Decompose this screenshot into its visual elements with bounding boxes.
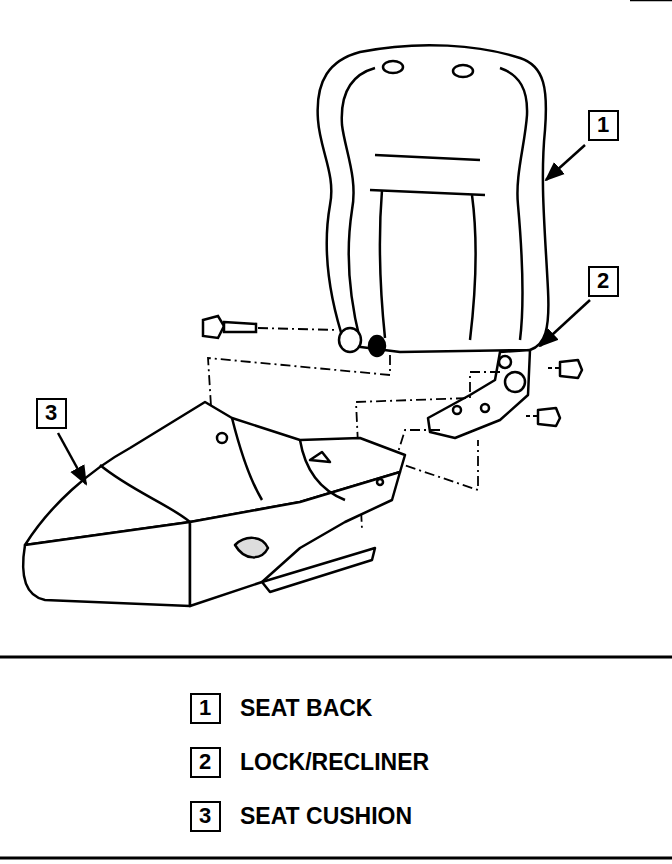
callout-box: 3	[36, 398, 67, 429]
leader-arrow	[546, 145, 585, 180]
bolt-shank	[224, 322, 256, 332]
recliner-hole	[453, 406, 461, 414]
lock-recliner	[428, 350, 582, 438]
cushion-seam	[100, 465, 190, 522]
leader-arrows	[58, 145, 590, 484]
callout-box: 1	[190, 693, 221, 724]
cushion-bracket	[262, 548, 375, 592]
seat-back-seam	[370, 155, 485, 195]
recliner-pivot	[499, 356, 511, 368]
headrest-hole	[383, 61, 403, 73]
leader-arrow	[58, 433, 86, 484]
callout-number: 1	[597, 114, 609, 136]
seat-back-seam	[342, 68, 375, 340]
cushion-front	[23, 522, 190, 606]
callout-number: 2	[597, 270, 609, 292]
cushion-side	[190, 472, 400, 606]
bolt-head	[203, 316, 224, 338]
seat-back-seam	[500, 68, 527, 340]
cushion-hole	[217, 433, 227, 443]
divider-line	[0, 656, 672, 659]
pivot-bolt	[203, 316, 256, 338]
seat-cushion	[23, 402, 405, 606]
cushion-recliner-knob	[235, 538, 268, 558]
alignment-line	[395, 430, 478, 490]
pivot-boss	[339, 328, 361, 352]
recliner-screw	[560, 360, 582, 378]
recliner-hub	[505, 372, 525, 392]
recliner-screw	[538, 408, 560, 426]
cushion-detail	[310, 452, 330, 462]
recliner-plate	[428, 350, 530, 438]
headrest-hole	[453, 65, 473, 77]
cushion-frame	[232, 418, 345, 500]
seat-back	[318, 45, 549, 356]
callout-number: 1	[199, 697, 211, 719]
callout-box: 1	[588, 110, 619, 141]
seat-back-outline	[318, 45, 549, 352]
leader-arrow	[540, 300, 590, 346]
callout-box: 2	[190, 747, 221, 778]
recliner-hole	[481, 404, 489, 412]
callout-box: 2	[588, 266, 619, 297]
alignment-line	[208, 355, 390, 422]
frame-line	[630, 0, 672, 1]
screw-centerline	[526, 368, 560, 416]
callout-box: 3	[190, 801, 221, 832]
part-name: SEAT CUSHION	[240, 805, 412, 828]
part-name: LOCK/RECLINER	[240, 751, 429, 774]
pivot-bushing	[369, 336, 385, 356]
callout-number: 3	[45, 402, 57, 424]
callout-number: 2	[199, 751, 211, 773]
alignment-line	[258, 328, 338, 330]
frame-line	[0, 857, 672, 860]
cushion-hole	[377, 479, 383, 485]
seat-back-seam	[380, 190, 476, 340]
callout-number: 3	[199, 805, 211, 827]
part-name: SEAT BACK	[240, 697, 372, 720]
